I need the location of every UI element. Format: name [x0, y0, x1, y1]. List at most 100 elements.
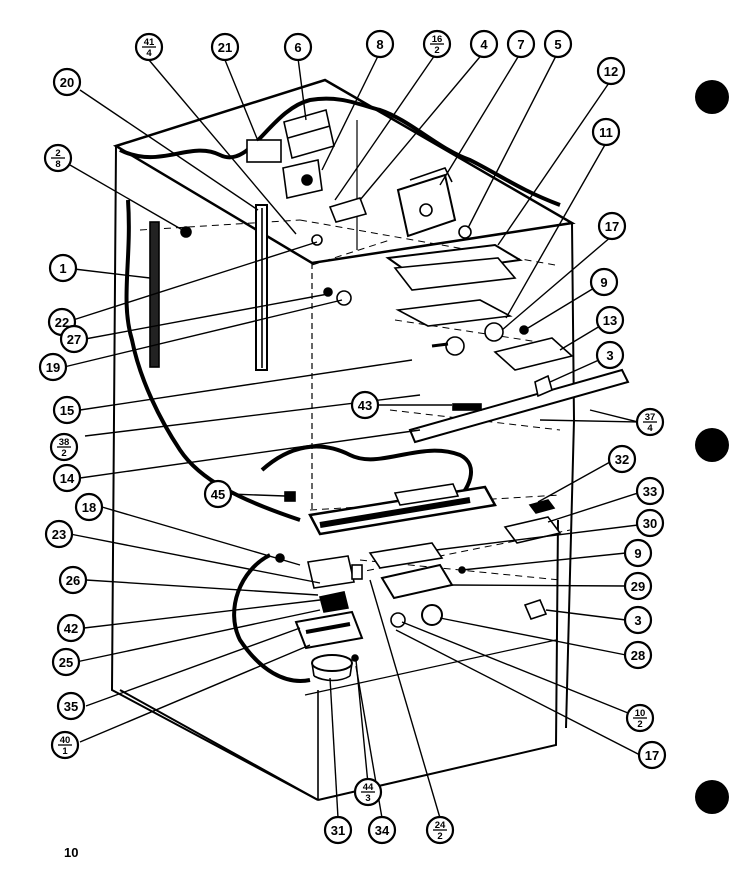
callout-number: 43	[358, 398, 372, 413]
callout-circle	[469, 29, 499, 59]
callout-number: 29	[631, 579, 645, 594]
callout-circle	[595, 305, 625, 335]
callout-circle	[203, 479, 233, 509]
callout-circle	[52, 67, 82, 97]
callout-number: 17	[645, 748, 659, 763]
callout-circle	[367, 815, 397, 845]
callout-number: 40	[60, 735, 71, 746]
callout-c33: 33	[635, 476, 665, 506]
callout-circle	[596, 56, 626, 86]
callout-c37-4: 374	[635, 407, 665, 437]
component-parts	[149, 108, 630, 682]
callout-number: 4	[480, 37, 488, 52]
part-3-upper	[534, 374, 553, 398]
callout-quantity: 2	[434, 45, 439, 56]
callout-c19: 19	[38, 352, 68, 382]
callout-number: 21	[218, 40, 232, 55]
callout-c9b: 9	[623, 538, 653, 568]
callout-number: 42	[64, 621, 78, 636]
callout-c42: 42	[56, 613, 86, 643]
callout-circle	[52, 463, 82, 493]
callout-number: 37	[645, 412, 656, 423]
callout-number: 5	[554, 37, 561, 52]
callout-number: 44	[363, 782, 374, 793]
callout-number: 31	[331, 823, 345, 838]
callout-circle	[597, 211, 627, 241]
cabinet-outline	[110, 78, 576, 801]
callout-c32: 32	[607, 444, 637, 474]
callout-number: 9	[634, 546, 641, 561]
callout-c12: 12	[596, 56, 626, 86]
callout-circle	[635, 508, 665, 538]
callout-quantity: 4	[146, 48, 152, 59]
callout-circle	[591, 117, 621, 147]
callout-circle	[210, 32, 240, 62]
callout-number: 7	[517, 37, 524, 52]
callout-number: 8	[376, 37, 383, 52]
callout-number: 3	[606, 348, 613, 363]
callout-number: 13	[603, 313, 617, 328]
callout-number: 10	[635, 708, 646, 719]
callout-circle	[58, 565, 88, 595]
part-21	[246, 139, 282, 163]
callout-circle	[506, 29, 536, 59]
callout-circle	[323, 815, 353, 845]
callout-number: 18	[82, 500, 96, 515]
callout-number: 27	[67, 332, 81, 347]
callout-c3a: 3	[595, 340, 625, 370]
callout-number: 14	[60, 471, 75, 486]
callout-c6: 6	[283, 32, 313, 62]
callout-c45: 45	[203, 479, 233, 509]
callout-c9a: 9	[589, 267, 619, 297]
callout-circle	[59, 324, 89, 354]
callout-quantity: 2	[637, 719, 642, 730]
callout-circle	[56, 613, 86, 643]
callout-c4: 4	[469, 29, 499, 59]
callout-circle	[51, 647, 81, 677]
callout-c5: 5	[543, 29, 573, 59]
callout-circle	[623, 571, 653, 601]
punch-hole-middle	[695, 428, 729, 462]
callout-circle	[635, 476, 665, 506]
callout-c17a: 17	[597, 211, 627, 241]
callout-c17b: 17	[637, 740, 667, 770]
callout-c3b: 3	[623, 605, 653, 635]
callout-circle	[607, 444, 637, 474]
callout-circle	[52, 395, 82, 425]
callout-c30: 30	[635, 508, 665, 538]
punch-hole-top	[695, 80, 729, 114]
callout-quantity: 2	[437, 831, 442, 842]
callout-c27: 27	[59, 324, 89, 354]
callout-number: 2	[55, 148, 60, 159]
callout-number: 6	[294, 40, 301, 55]
callout-number: 3	[634, 613, 641, 628]
callout-circle	[595, 340, 625, 370]
callout-c43: 43	[350, 390, 380, 420]
callout-circle	[56, 691, 86, 721]
callout-quantity: 8	[55, 159, 60, 170]
callout-number: 35	[64, 699, 78, 714]
callout-c35: 35	[56, 691, 86, 721]
callout-number: 1	[59, 261, 66, 276]
callout-number: 9	[600, 275, 607, 290]
callout-c7: 7	[506, 29, 536, 59]
callout-number: 30	[643, 516, 657, 531]
callout-c21: 21	[210, 32, 240, 62]
callout-number: 11	[599, 125, 613, 140]
callout-c16-2: 162	[422, 29, 452, 59]
callout-number: 20	[60, 75, 74, 90]
callout-circle	[44, 519, 74, 549]
callout-circle	[623, 605, 653, 635]
callout-number: 25	[59, 655, 73, 670]
callout-number: 15	[60, 403, 74, 418]
callout-circle	[623, 640, 653, 670]
callout-number: 28	[631, 648, 645, 663]
callout-circle	[283, 32, 313, 62]
callout-c13: 13	[595, 305, 625, 335]
callout-c1: 1	[48, 253, 78, 283]
callout-number: 33	[643, 484, 657, 499]
binder-holes	[695, 80, 729, 814]
callout-circle	[38, 352, 68, 382]
callout-number: 12	[604, 64, 618, 79]
